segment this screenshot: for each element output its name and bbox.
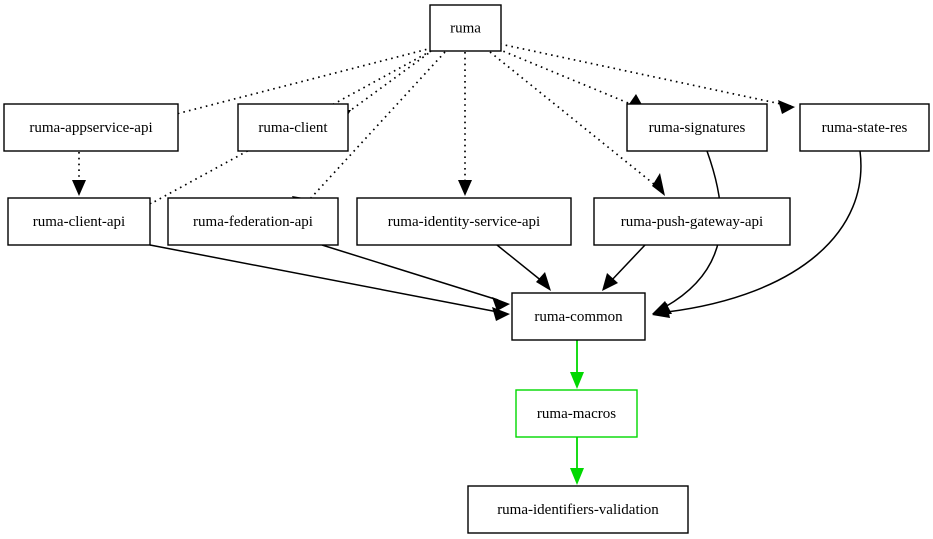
- node-label: ruma-push-gateway-api: [621, 214, 763, 230]
- node-label: ruma-identity-service-api: [388, 214, 540, 230]
- node-label: ruma-macros: [537, 406, 616, 422]
- node-box[interactable]: [593, 197, 791, 246]
- node-ruma-identity-service-api[interactable]: ruma-identity-service-api: [356, 197, 572, 246]
- node-box[interactable]: [237, 103, 349, 152]
- edge-ruma-common-to-ruma-macros: [570, 340, 584, 389]
- edge-ruma-to-ruma-signatures: [497, 48, 646, 111]
- node-label: ruma-client-api: [33, 214, 125, 230]
- node-ruma-federation-api[interactable]: ruma-federation-api: [167, 197, 339, 246]
- node-label: ruma: [450, 20, 481, 36]
- node-box[interactable]: [167, 197, 339, 246]
- node-ruma-push-gateway-api[interactable]: ruma-push-gateway-api: [593, 197, 791, 246]
- arrowhead: [492, 297, 510, 311]
- node-ruma-state-res[interactable]: ruma-state-res: [799, 103, 930, 152]
- node-label: ruma-state-res: [822, 120, 908, 136]
- arrowhead: [492, 307, 510, 321]
- edge-ruma-to-ruma-identity-service-api: [458, 52, 472, 196]
- node-ruma-appservice-api[interactable]: ruma-appservice-api: [3, 103, 179, 152]
- node-ruma-identifiers-validation[interactable]: ruma-identifiers-validation: [467, 485, 689, 534]
- node-ruma-client-api[interactable]: ruma-client-api: [7, 197, 151, 246]
- edge-ruma-state-res-to-ruma-common: [652, 150, 862, 318]
- node-label: ruma-signatures: [649, 120, 746, 136]
- arrowhead: [602, 273, 618, 291]
- node-box[interactable]: [511, 292, 646, 341]
- node-ruma-macros[interactable]: ruma-macros: [515, 389, 638, 438]
- node-box[interactable]: [7, 197, 151, 246]
- node-box[interactable]: [515, 389, 638, 438]
- edge-ruma-to-ruma-push-gateway-api: [489, 51, 666, 196]
- edge-ruma-to-ruma-state-res: [499, 43, 796, 114]
- node-box[interactable]: [467, 485, 689, 534]
- arrowhead: [652, 303, 670, 318]
- edge-ruma-to-ruma-client: [334, 49, 434, 123]
- arrowhead: [458, 180, 472, 196]
- node-label: ruma-client: [258, 120, 328, 136]
- arrowhead: [652, 173, 665, 196]
- node-box[interactable]: [429, 4, 502, 52]
- node-ruma[interactable]: ruma: [429, 4, 502, 52]
- arrowhead: [570, 372, 584, 389]
- node-label: ruma-common: [534, 309, 623, 325]
- node-box[interactable]: [799, 103, 930, 152]
- arrowhead: [570, 468, 584, 485]
- node-ruma-common[interactable]: ruma-common: [511, 292, 646, 341]
- nodes-layer: ruma ruma-appservice-api ruma-client ruma-s…: [3, 4, 930, 534]
- node-box[interactable]: [356, 197, 572, 246]
- edge-ruma-macros-to-ruma-identifiers-validation: [570, 437, 584, 485]
- arrowhead: [536, 272, 551, 291]
- edges-layer: [72, 43, 862, 485]
- edge-ruma-appservice-api-to-ruma-client-api: [72, 152, 86, 196]
- arrowhead: [72, 180, 86, 196]
- edge-ruma-client-api-to-ruma-common: [149, 244, 510, 321]
- node-label: ruma-appservice-api: [29, 120, 152, 136]
- node-label: ruma-identifiers-validation: [497, 502, 659, 518]
- node-ruma-client[interactable]: ruma-client: [237, 103, 349, 152]
- edge-ruma-federation-api-to-ruma-common: [321, 244, 510, 311]
- arrowhead: [778, 100, 795, 114]
- edge-ruma-identity-service-api-to-ruma-common: [496, 244, 551, 291]
- node-box[interactable]: [3, 103, 179, 152]
- node-label: ruma-federation-api: [193, 214, 313, 230]
- node-box[interactable]: [626, 103, 768, 152]
- edge-ruma-push-gateway-api-to-ruma-common: [602, 244, 646, 291]
- node-ruma-signatures[interactable]: ruma-signatures: [626, 103, 768, 152]
